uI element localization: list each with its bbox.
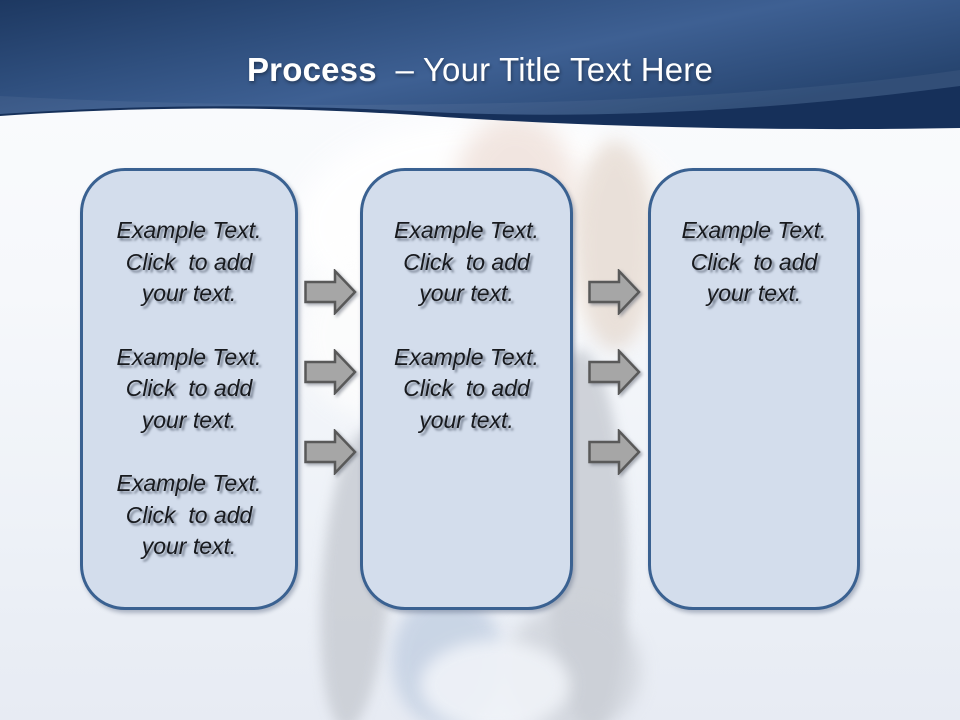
right-arrow-icon[interactable] [588, 349, 641, 395]
slide-title-rest: – Your Title Text Here [376, 51, 714, 88]
slide-title-bold: Process [246, 51, 377, 88]
banner-highlight [0, 70, 960, 115]
ghost-hair [575, 140, 655, 350]
example-text: Example Text. Click to add your text. [116, 217, 262, 306]
right-arrow-icon[interactable] [588, 429, 641, 475]
right-arrow-icon[interactable] [304, 269, 357, 315]
ghost-glow [420, 640, 570, 720]
right-arrow-icon[interactable] [304, 429, 357, 475]
banner-gradient [0, 0, 960, 115]
right-arrow-icon[interactable] [304, 349, 357, 395]
process-box-3[interactable]: Example Text. Click to add your text. [648, 168, 860, 610]
example-text: Example Text. Click to add your text. [394, 343, 539, 433]
ghost-shadow [505, 605, 640, 720]
process-box-2[interactable]: Example Text. Click to add your text. Ex… [360, 168, 573, 610]
example-text: Example Text. Click to add your text. [681, 217, 827, 306]
process-box-1[interactable]: Example Text. Click to add your text. Ex… [80, 168, 298, 610]
title-banner [0, 0, 960, 130]
ghost-knee [392, 592, 502, 720]
example-text: Example Text. Click to add your text. [394, 217, 539, 306]
right-arrow-icon[interactable] [588, 269, 641, 315]
example-text: Example Text. Click to add your text. [116, 343, 262, 433]
example-text: Example Text. Click to add your text. [116, 470, 262, 559]
slide-title[interactable]: Process – Your Title Text Here [0, 51, 960, 89]
